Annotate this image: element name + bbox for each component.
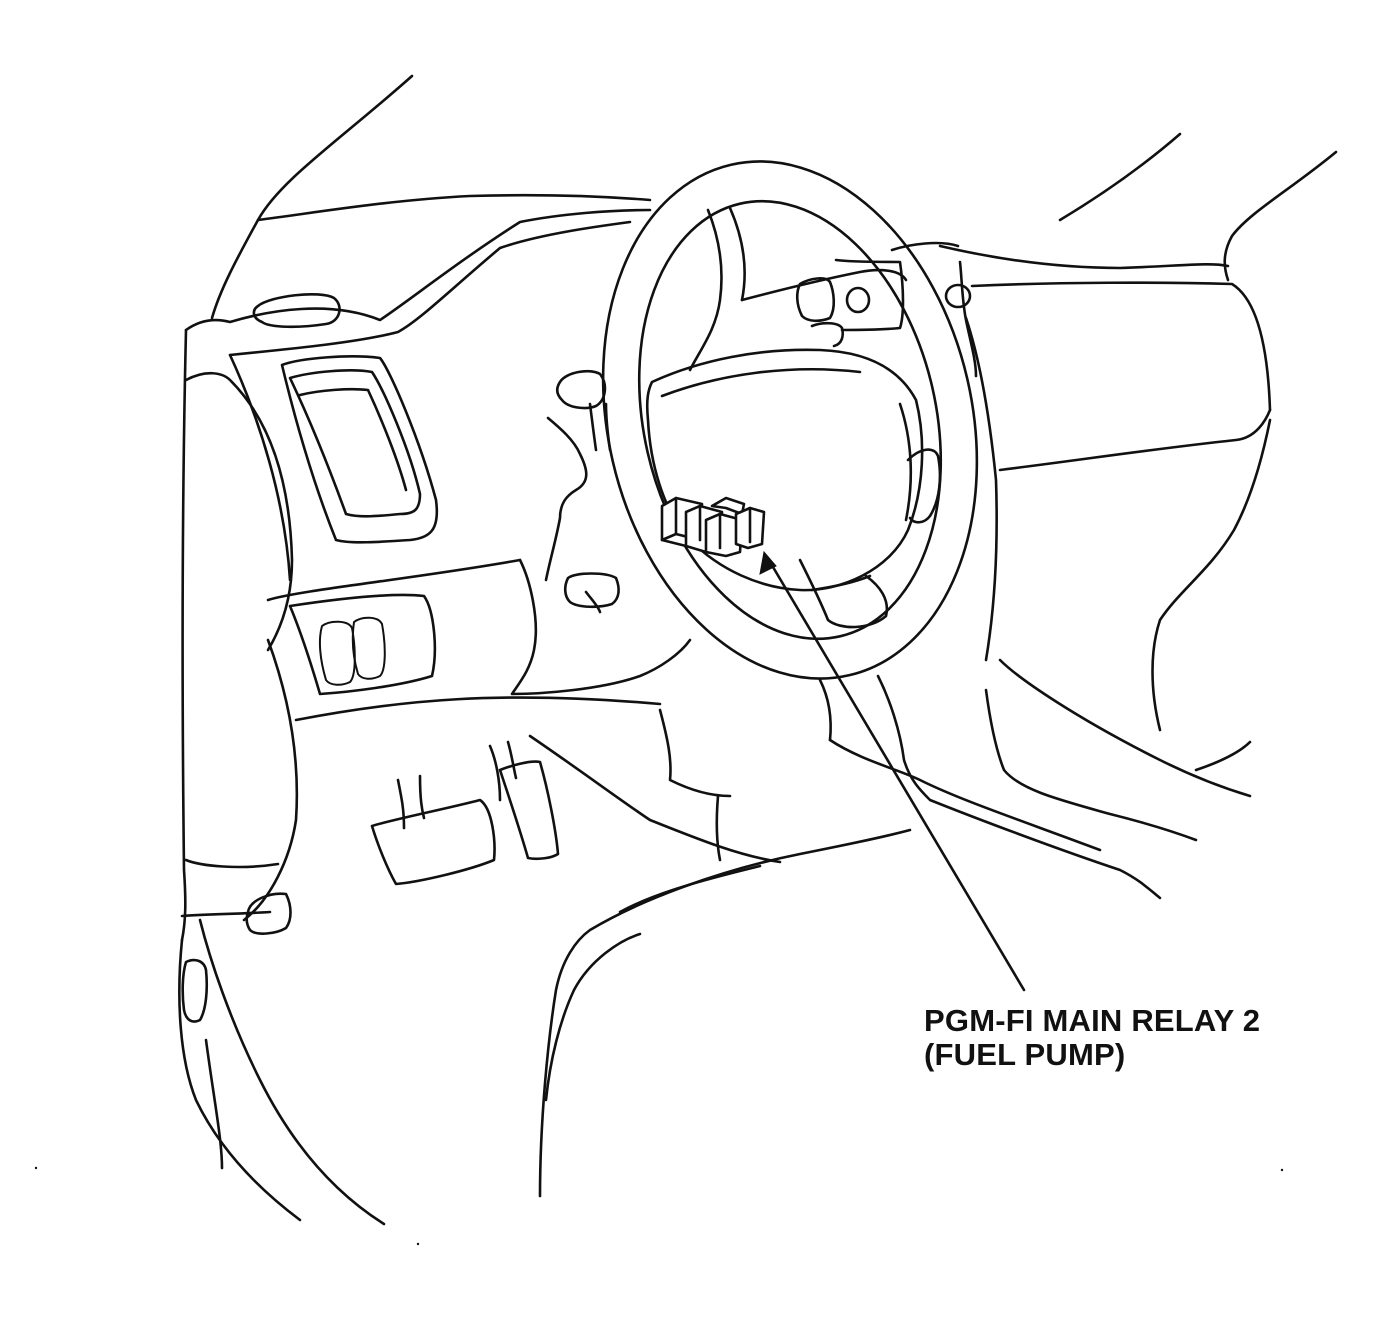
callout-line-1: PGM-FI MAIN RELAY 2 <box>924 1003 1261 1038</box>
steering-wheel-hub <box>645 348 924 592</box>
callout-line-2: (FUEL PUMP) <box>924 1037 1126 1072</box>
dashboard-top <box>184 132 1338 412</box>
steering-wheel-spokes <box>688 206 942 629</box>
brake-pedal <box>370 774 496 886</box>
relay-callout-label: PGM-FI MAIN RELAY 2 (FUEL PUMP) <box>924 1004 1260 1072</box>
scan-specks <box>34 1166 1284 1246</box>
instrument-cluster <box>795 241 978 378</box>
callout-leader <box>759 550 1026 992</box>
switch-left <box>318 620 356 686</box>
lower-left-panel <box>180 558 662 922</box>
left-air-vent <box>252 293 341 329</box>
passenger-dash <box>964 316 1272 842</box>
accelerator-pedal <box>488 740 560 861</box>
center-console <box>528 674 1162 900</box>
a-pillar <box>210 74 652 320</box>
left-dash-panel <box>180 328 439 942</box>
switch-right <box>351 616 386 680</box>
driver-seat <box>538 828 912 1198</box>
kick-panel <box>178 918 386 1226</box>
hood-release-handle <box>245 892 292 935</box>
relay-cluster <box>660 496 766 558</box>
steering-wheel <box>601 160 979 680</box>
